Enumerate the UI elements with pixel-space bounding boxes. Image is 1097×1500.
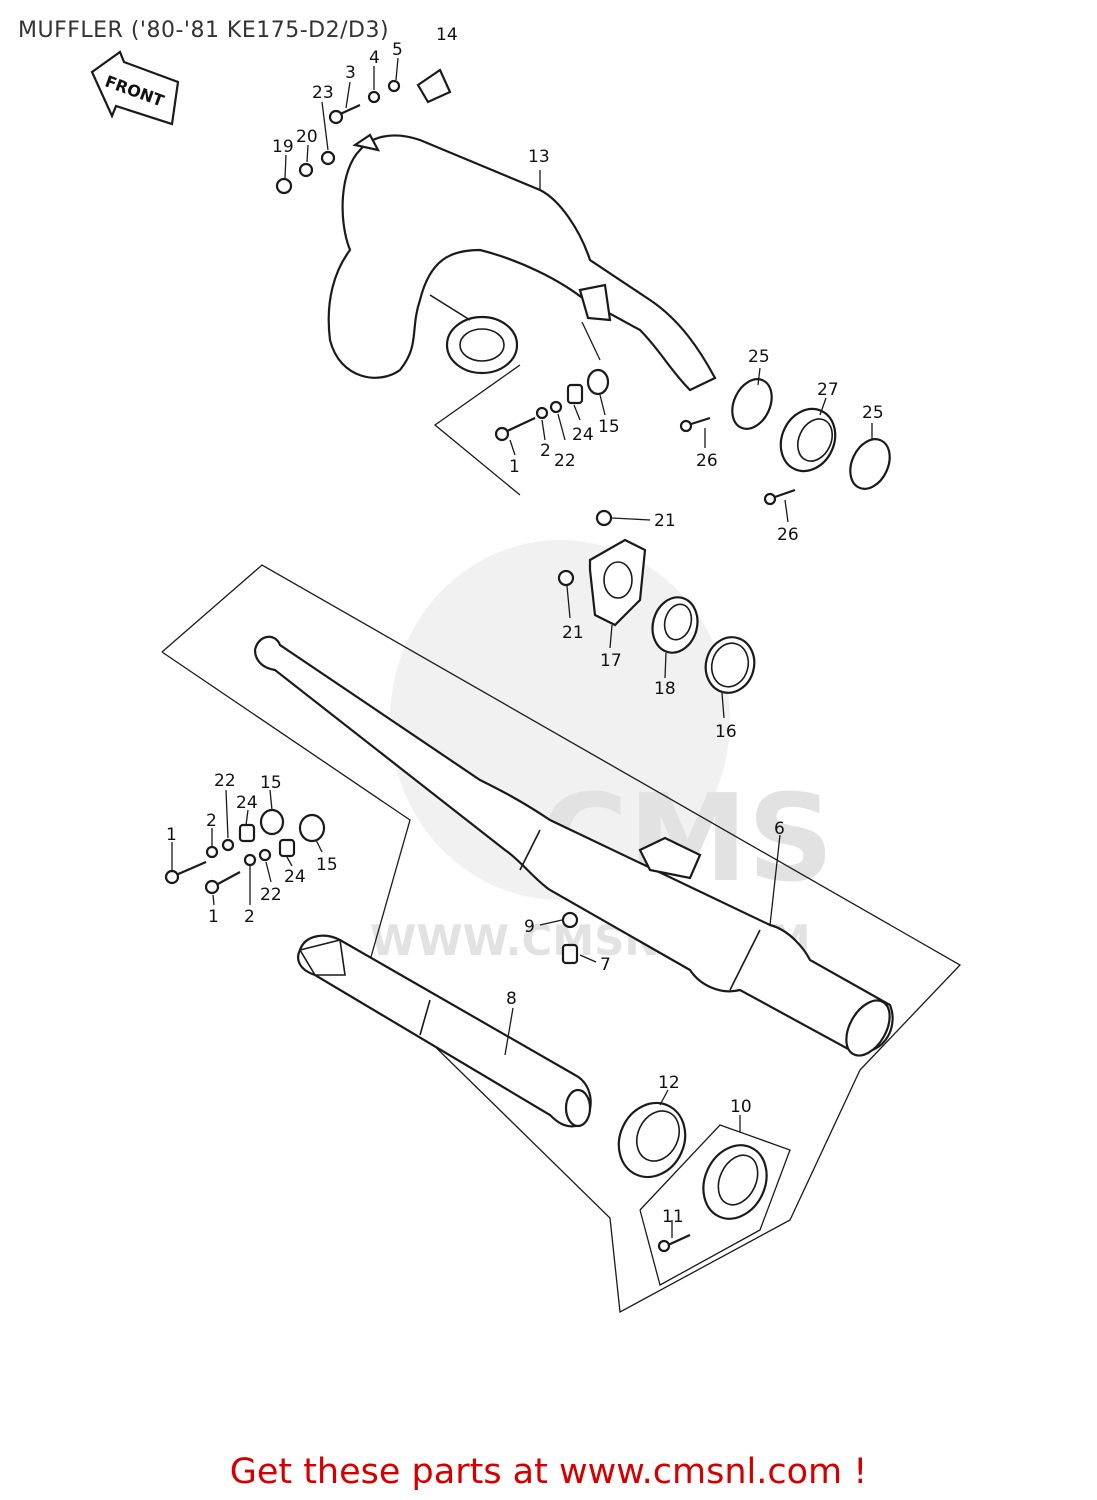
callout-21-b: 21	[562, 623, 584, 643]
callout-7: 7	[600, 955, 611, 975]
callout-labels: 13 3 4 5 14 23 20 19 1 2 22 24 15 25 27 …	[166, 25, 884, 1227]
diagram-title: MUFFLER ('80-'81 KE175-D2/D3)	[18, 18, 390, 43]
callout-26-a: 26	[696, 451, 718, 471]
part-18-gasket	[651, 596, 699, 654]
callout-3: 3	[345, 63, 356, 83]
callout-12: 12	[658, 1073, 680, 1093]
callout-1-lower-b: 1	[208, 907, 219, 927]
callout-2-lower-b: 2	[244, 907, 255, 927]
callout-21-a: 21	[654, 511, 676, 531]
part-25-clamp-a	[731, 378, 773, 430]
assembly-outline	[161, 564, 962, 1314]
part-27-joint	[779, 407, 837, 473]
callout-1-upper: 1	[509, 457, 520, 477]
upper-fastener-set	[494, 368, 610, 442]
callout-24-lower-b: 24	[284, 867, 306, 887]
part-21-nuts	[557, 509, 613, 587]
part-25-clamp-b	[849, 438, 891, 490]
callout-10: 10	[730, 1097, 752, 1117]
callout-11: 11	[662, 1207, 684, 1227]
callout-15-upper: 15	[598, 417, 620, 437]
front-arrow-icon: FRONT	[90, 50, 180, 126]
part-16-ring	[704, 636, 756, 694]
callout-27: 27	[817, 380, 839, 400]
part-6-exhaust-pipe	[253, 635, 894, 1057]
callout-4: 4	[369, 48, 380, 68]
callout-6: 6	[774, 819, 785, 839]
part-13-expansion-chamber	[327, 133, 717, 392]
callout-17: 17	[600, 651, 622, 671]
callout-9: 9	[524, 917, 535, 937]
part-8-silencer	[297, 934, 592, 1128]
callout-18: 18	[654, 679, 676, 699]
callout-22-lower-b: 22	[260, 885, 282, 905]
callout-19: 19	[272, 137, 294, 157]
top-fastener-set	[275, 68, 452, 195]
part-26-bolts	[679, 416, 796, 506]
callout-2-lower-a: 2	[206, 811, 217, 831]
callout-25-b: 25	[862, 403, 884, 423]
part-17-flange	[588, 538, 647, 627]
callout-24-lower-a: 24	[236, 793, 258, 813]
callout-26-b: 26	[777, 525, 799, 545]
callout-1-lower-a: 1	[166, 825, 177, 845]
callout-2-upper: 2	[540, 441, 551, 461]
part-11-bolt	[657, 1233, 691, 1253]
callout-5: 5	[392, 40, 403, 60]
callout-15-lower-a: 15	[260, 773, 282, 793]
part-12-grommet	[617, 1101, 687, 1179]
callout-24-upper: 24	[572, 425, 594, 445]
callout-8: 8	[506, 989, 517, 1009]
footer-link-text[interactable]: Get these parts at www.cmsnl.com !	[229, 1452, 868, 1492]
part-7-9-fasteners	[561, 911, 579, 965]
callout-15-lower-b: 15	[316, 855, 338, 875]
lower-fastener-set	[164, 808, 326, 895]
callout-13: 13	[528, 147, 550, 167]
callout-20: 20	[296, 127, 318, 147]
callout-16: 16	[715, 722, 737, 742]
callout-25-a: 25	[748, 347, 770, 367]
callout-22-lower-a: 22	[214, 771, 236, 791]
callout-14: 14	[436, 25, 458, 45]
silencer-outline	[639, 1124, 791, 1286]
callout-22-upper: 22	[554, 451, 576, 471]
callout-23: 23	[312, 83, 334, 103]
leader-lines	[171, 57, 873, 1238]
part-10-clamp	[702, 1144, 768, 1220]
